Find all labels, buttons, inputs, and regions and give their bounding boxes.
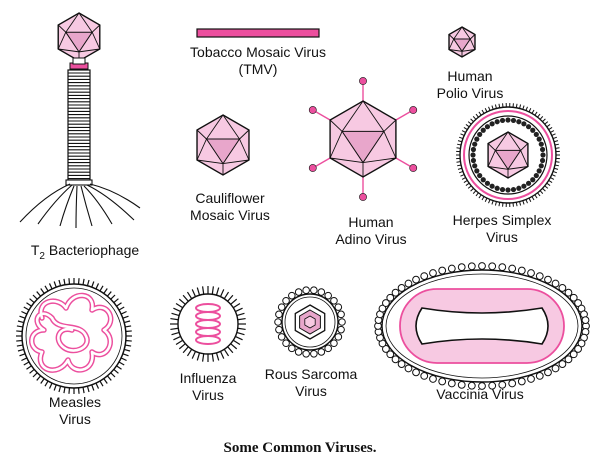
- herpes-virus-drawing: [456, 103, 560, 207]
- t2-bacteriophage-drawing: [19, 12, 141, 229]
- measles-virus-drawing: [16, 278, 132, 394]
- polio-virus-drawing: [448, 26, 476, 58]
- label-t2-bacteriophage: T2 Bacteriophage: [30, 242, 140, 262]
- vaccinia-virus-drawing: [374, 262, 590, 390]
- label-vaccinia: Vaccinia Virus: [436, 386, 524, 402]
- adino-virus-drawing: [308, 77, 418, 201]
- tmv-rod-drawing: [196, 28, 320, 38]
- influenza-virus-drawing: [170, 286, 246, 362]
- cauliflower-virus-drawing: [196, 114, 250, 176]
- rous-sarcoma-virus-drawing: [274, 286, 346, 358]
- figure-caption: Some Common Viruses.: [223, 440, 377, 456]
- label-tmv: Tobacco Mosaic Virus(TMV): [190, 44, 326, 77]
